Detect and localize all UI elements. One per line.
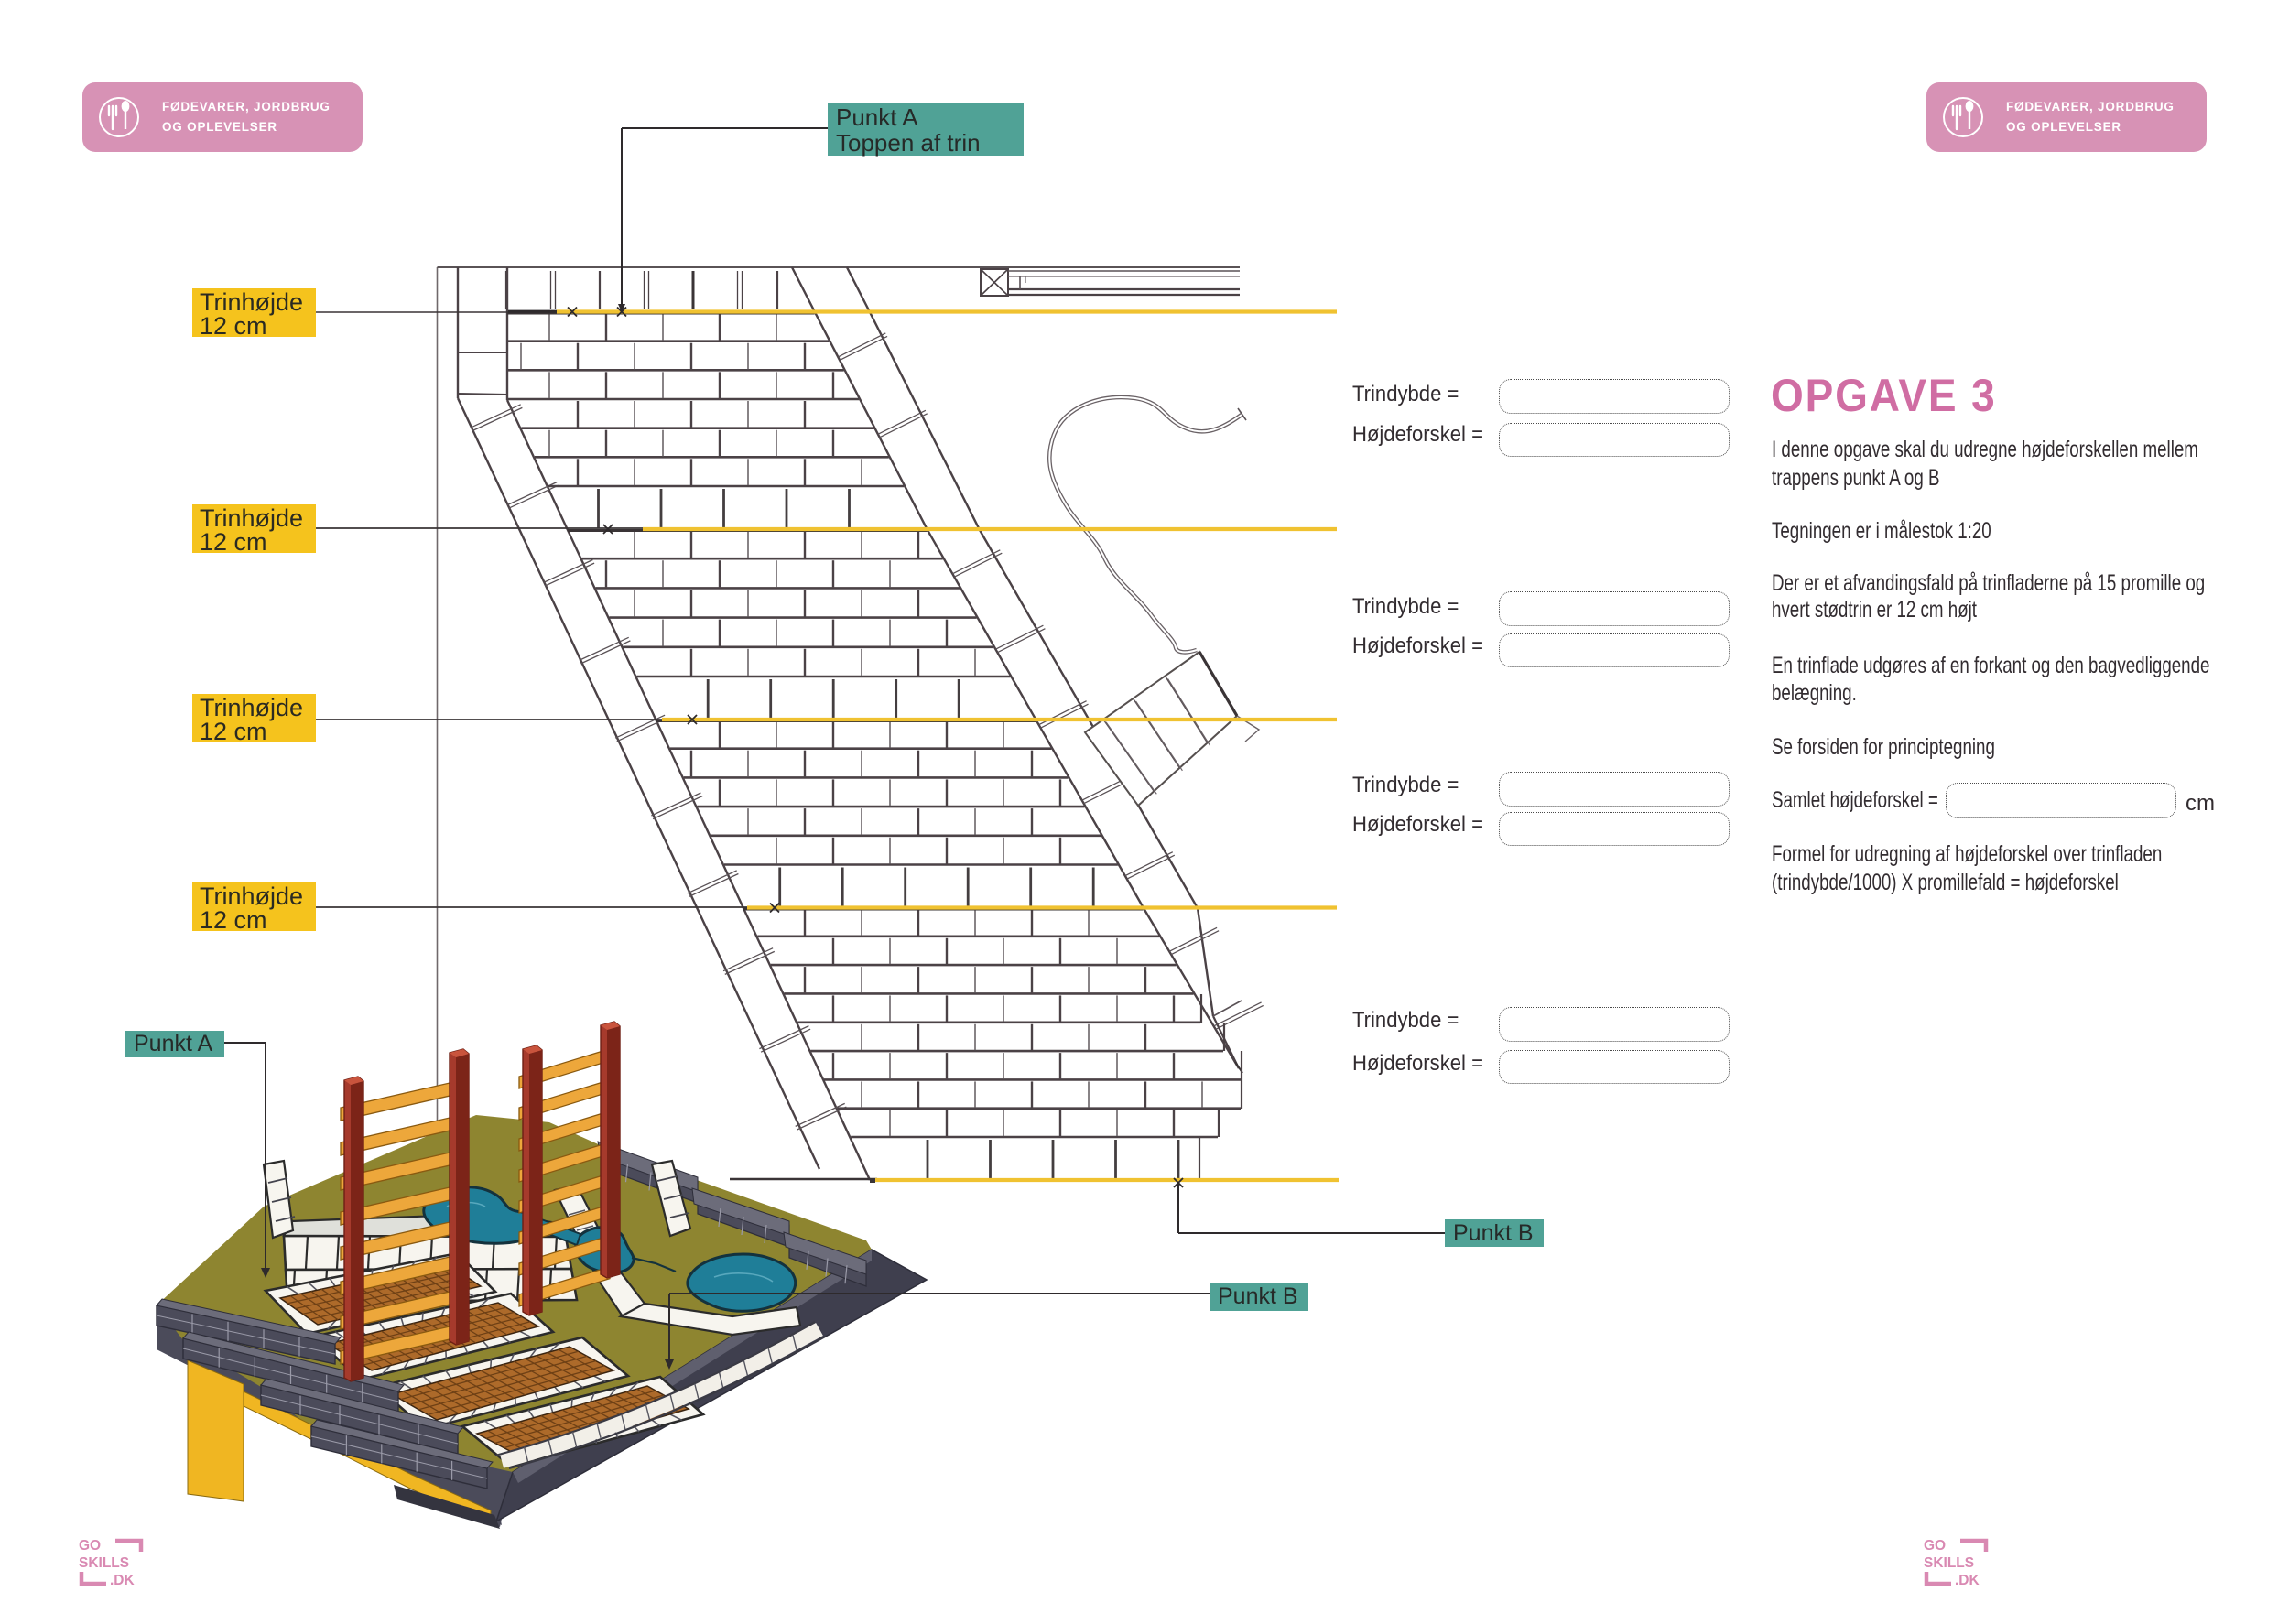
svg-text:GO: GO	[1924, 1538, 1946, 1554]
svg-text:.DK: .DK	[1955, 1573, 1980, 1587]
svg-text:SKILLS: SKILLS	[79, 1555, 129, 1571]
svg-text:GO: GO	[79, 1538, 101, 1554]
svg-text:SKILLS: SKILLS	[1924, 1555, 1974, 1571]
svg-text:.DK: .DK	[110, 1573, 136, 1587]
